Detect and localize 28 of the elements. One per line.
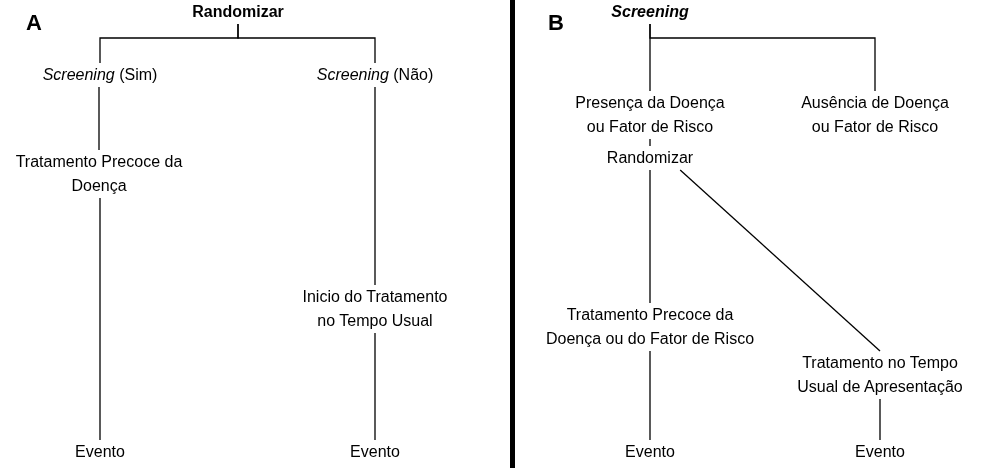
node-label: Presença da Doença ou Fator de Risco [575,94,725,135]
connector-line [99,197,101,441]
connector-line [649,169,651,304]
connector-line [374,332,376,441]
node-label: Randomizar [606,149,694,166]
node-label: Screening (Não) [316,66,434,83]
connector-line [98,86,100,151]
panel-label: A [26,10,42,36]
node-label: Evento [855,443,905,460]
node-label: Tratamento no Tempo Usual de Apresentação [797,354,963,395]
node-label: Tratamento Precoce da Doença ou do Fator de Risco [545,306,755,347]
node-label: Screening (Sim) [42,66,158,83]
connector-line [879,398,881,441]
panel-label: B [548,10,564,36]
node-label: Tratamento Precoce da Doença [15,153,183,194]
connector-line [649,138,651,147]
connector-line [237,23,376,64]
node-label: Randomizar [192,3,284,20]
node-label: Screening [611,3,689,20]
node-label: Evento [75,443,125,460]
connector-line [679,169,881,352]
connector-line [649,23,876,92]
node-label: Inicio do Tratamento no Tempo Usual [302,288,448,329]
node-label: Ausência de Doença ou Fator de Risco [801,94,949,135]
connector-line [649,350,651,441]
node-label: Evento [625,443,675,460]
connector-line [374,86,376,286]
node-label: Evento [350,443,400,460]
